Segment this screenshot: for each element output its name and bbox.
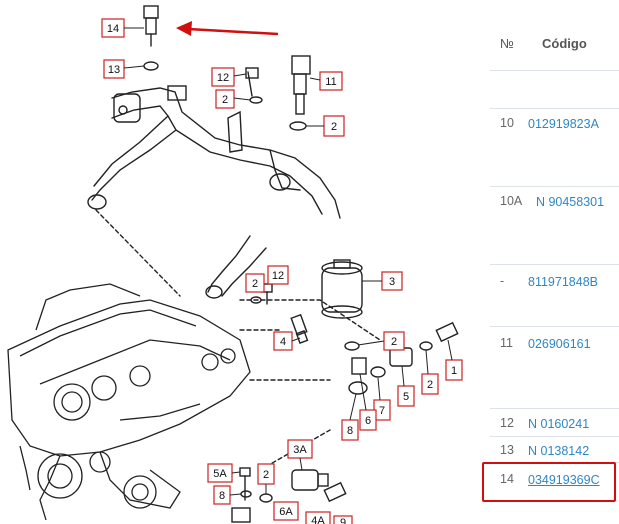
- svg-text:3: 3: [389, 276, 395, 288]
- callout-5: 5: [397, 365, 415, 407]
- svg-text:7: 7: [379, 405, 385, 417]
- part-code-link[interactable]: 034919369C: [528, 473, 600, 487]
- svg-text:2: 2: [427, 379, 433, 391]
- callout-6a: 6A: [273, 501, 299, 521]
- callout-4: 4: [273, 331, 301, 351]
- washer-13-shape: [143, 61, 159, 71]
- sensor-3a-shape: [291, 469, 319, 491]
- sensor-14-shape: [143, 5, 159, 19]
- callout-11: 11: [309, 71, 343, 91]
- callout-8-a: 8: [341, 393, 359, 441]
- row-divider: [490, 326, 619, 327]
- svg-text:5A: 5A: [213, 468, 227, 480]
- callout-12-top: 12: [211, 67, 247, 87]
- callout-2-f: 2: [257, 463, 275, 494]
- header-number: №: [500, 36, 514, 51]
- callout-2-a: 2: [215, 89, 251, 109]
- diagram-canvas: 14 13 12 2 11 2 3 2 12 4 2 1 5 2 7 6 8 3…: [7, 5, 463, 524]
- part-code-link[interactable]: 012919823A: [528, 117, 599, 131]
- svg-text:13: 13: [108, 64, 120, 76]
- callout-12-mid: 12: [267, 265, 289, 285]
- svg-text:2: 2: [222, 94, 228, 106]
- sensor-11-shape: [291, 55, 311, 75]
- row-divider: [490, 408, 619, 409]
- callout-2-b: 2: [306, 115, 345, 137]
- svg-text:11: 11: [325, 76, 336, 88]
- parts-table: № Código 10 012919823A 10A N 90458301 - …: [482, 0, 619, 524]
- svg-text:5: 5: [403, 391, 409, 403]
- part-code-link[interactable]: N 0160241: [528, 417, 590, 431]
- pipe-flange: [113, 93, 141, 123]
- row-divider: [490, 186, 619, 187]
- part-code-link[interactable]: N 90458301: [535, 195, 605, 209]
- svg-text:4A: 4A: [311, 515, 325, 524]
- callout-1: 1: [445, 339, 463, 381]
- callout-5a: 5A: [207, 463, 241, 483]
- callout-2-c: 2: [245, 273, 265, 293]
- highlight-arrow: [176, 21, 279, 36]
- svg-text:4: 4: [280, 336, 286, 348]
- switch-5-shape: [389, 347, 413, 367]
- callout-4a: 4A: [305, 511, 331, 524]
- engine-block: [7, 283, 251, 521]
- svg-text:14: 14: [107, 23, 119, 35]
- svg-text:3A: 3A: [293, 444, 307, 456]
- highlight-box: [482, 462, 616, 502]
- svg-text:12: 12: [217, 72, 229, 84]
- svg-text:8: 8: [219, 490, 225, 502]
- svg-text:2: 2: [252, 278, 258, 290]
- parts-diagram: 14 13 12 2 11 2 3 2 12 4 2 1 5 2 7 6 8 3…: [7, 5, 463, 524]
- svg-text:6: 6: [365, 415, 371, 427]
- callout-9: 9: [333, 515, 353, 524]
- callout-3a: 3A: [287, 439, 313, 471]
- coolant-pipe-main: [111, 87, 341, 219]
- svg-text:2: 2: [263, 469, 269, 481]
- header-code: Código: [542, 36, 587, 51]
- callout-6: 6: [359, 373, 377, 431]
- row-divider: [490, 264, 619, 265]
- svg-text:12: 12: [272, 270, 284, 282]
- callout-8-b: 8: [213, 485, 242, 505]
- callout-3: 3: [362, 271, 403, 291]
- row-divider: [490, 70, 619, 71]
- part-code-link[interactable]: 026906161: [528, 337, 591, 351]
- part-code-link[interactable]: 811971848B: [528, 275, 598, 289]
- callout-7: 7: [373, 377, 391, 421]
- svg-text:6A: 6A: [279, 506, 293, 518]
- row-divider: [490, 108, 619, 109]
- callout-14: 14: [101, 18, 144, 38]
- callouts: 14 13 12 2 11 2 3 2 12 4 2 1 5 2 7 6 8 3…: [101, 18, 463, 524]
- callout-13: 13: [103, 59, 145, 79]
- svg-text:2: 2: [331, 121, 337, 133]
- part-code-link[interactable]: N 0138142: [528, 444, 590, 458]
- svg-text:2: 2: [391, 336, 397, 348]
- callout-2-e: 2: [421, 349, 439, 395]
- svg-text:8: 8: [347, 425, 353, 437]
- svg-text:9: 9: [340, 517, 346, 524]
- callout-2-d: 2: [357, 331, 405, 351]
- svg-text:1: 1: [451, 365, 457, 377]
- row-divider: [490, 436, 619, 437]
